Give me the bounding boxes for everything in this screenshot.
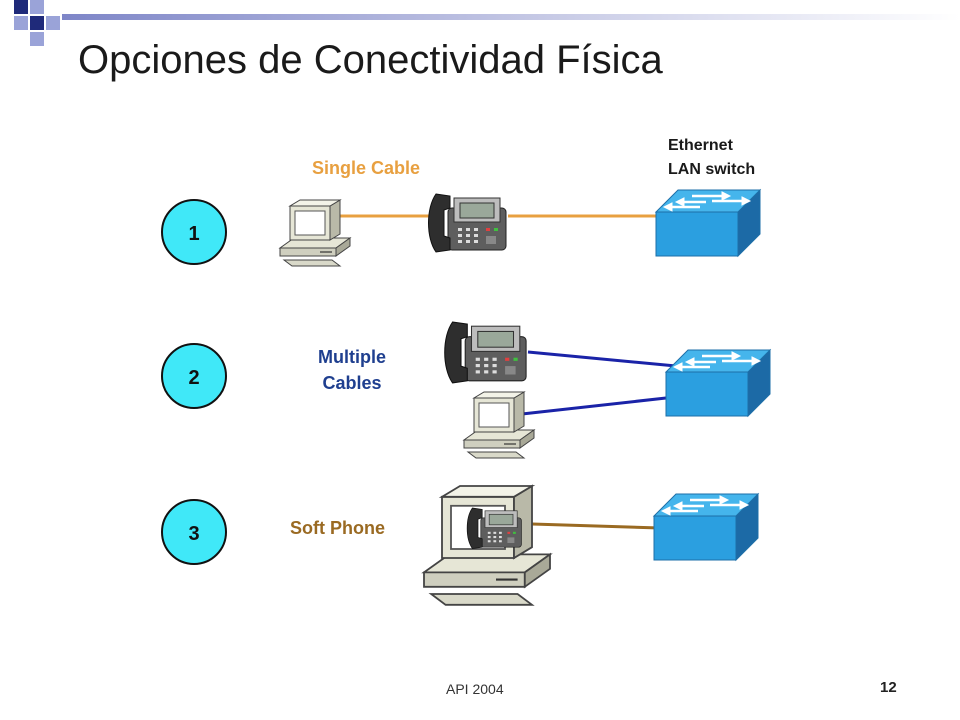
option-1-label: Single Cable <box>312 158 421 178</box>
switch-label: Ethernet LAN switch <box>668 134 755 182</box>
option-3-label: Soft Phone <box>290 518 385 538</box>
page-title: Opciones de Conectividad Física <box>78 38 663 82</box>
lan-switch-icon <box>652 492 760 562</box>
header-decoration <box>14 0 960 46</box>
option-2-label-line1: Multiple <box>318 347 386 367</box>
page-number: 12 <box>880 679 897 696</box>
option-3-number: 3 <box>188 523 199 545</box>
option-1-number: 1 <box>188 223 199 245</box>
option-2-circle: 2 <box>161 343 227 409</box>
switch-label-line1: Ethernet <box>668 137 733 154</box>
option-3-circle: 3 <box>161 499 227 565</box>
cable-3 <box>531 522 661 530</box>
lan-switch-icon <box>654 188 762 258</box>
pc-icon <box>463 391 535 459</box>
option-2-number: 2 <box>188 367 199 389</box>
switch-label-line2: LAN switch <box>668 161 756 178</box>
option-2-label-line2: Cables <box>322 373 382 393</box>
cable-2-phone <box>527 350 677 368</box>
footer-text: API 2004 <box>446 681 504 697</box>
ip-phone-icon <box>444 321 527 384</box>
option-2-label: Multiple Cables <box>300 344 404 396</box>
pc-icon <box>279 199 351 267</box>
soft-phone-pc-icon <box>422 484 552 606</box>
cable-2-pc <box>521 396 667 416</box>
lan-switch-icon <box>664 348 772 418</box>
option-1-circle: 1 <box>161 199 227 265</box>
ip-phone-icon <box>428 193 507 253</box>
